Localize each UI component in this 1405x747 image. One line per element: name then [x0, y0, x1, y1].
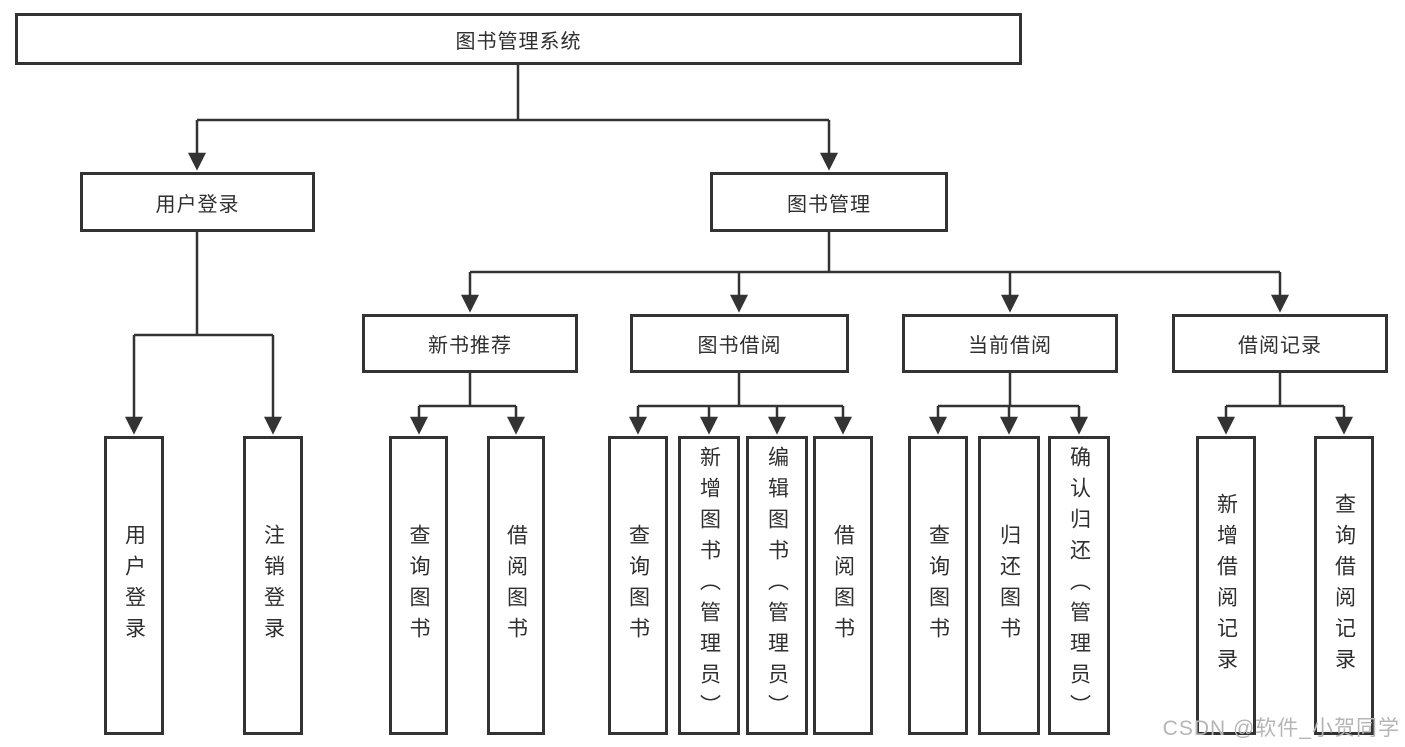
node-borrowing-records: 借阅记录	[1172, 314, 1388, 373]
node-add-borrow-record: 新增借阅记录	[1196, 436, 1256, 735]
node-query-books-2: 查询图书	[608, 436, 668, 735]
csdn-watermark: CSDN @软件_小贺同学	[1162, 717, 1400, 740]
node-current-borrowing: 当前借阅	[902, 314, 1118, 373]
node-book-management: 图书管理	[710, 172, 948, 232]
node-query-borrow-record: 查询借阅记录	[1314, 436, 1374, 735]
node-confirm-return-admin: 确认归还（管理员）	[1048, 436, 1110, 735]
node-new-book-recommend: 新书推荐	[362, 314, 578, 373]
node-book-borrowing: 图书借阅	[630, 314, 849, 373]
node-leaf-logout: 注销登录	[243, 436, 303, 735]
node-query-books-3: 查询图书	[908, 436, 968, 735]
node-edit-books-admin: 编辑图书（管理员）	[746, 436, 808, 735]
node-query-books-1: 查询图书	[389, 436, 448, 735]
node-add-books-admin: 新增图书（管理员）	[678, 436, 740, 735]
node-root: 图书管理系统	[15, 13, 1022, 65]
node-user-login: 用户登录	[80, 172, 315, 232]
node-leaf-user-login: 用户登录	[104, 436, 164, 735]
connector	[125, 65, 1353, 435]
node-return-books: 归还图书	[978, 436, 1040, 735]
node-borrow-books-1: 借阅图书	[487, 436, 545, 735]
node-borrow-books-2: 借阅图书	[813, 436, 873, 735]
